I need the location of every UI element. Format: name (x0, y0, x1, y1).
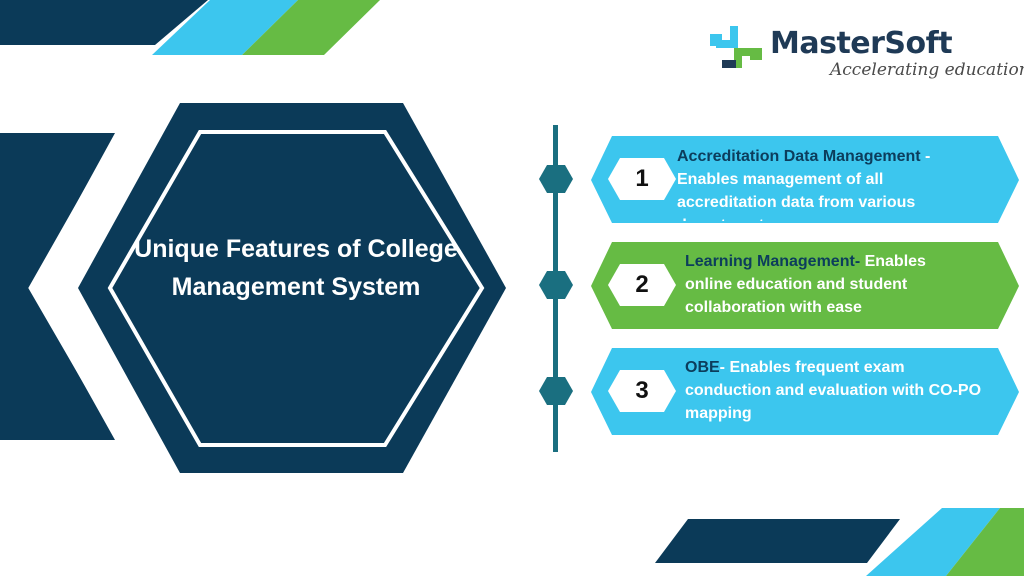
hexagon-outer (78, 103, 506, 473)
feature-separator-1: - (920, 148, 931, 165)
hero-title: Unique Features of College Management Sy… (134, 235, 458, 301)
top-cyan-stripe (152, 0, 298, 55)
feature-title-2: Learning Management (685, 253, 855, 270)
feature-banner-2 (591, 242, 1019, 329)
feature-title-1: Accreditation Data Management (677, 148, 921, 165)
feature-card-2: Learning Management- Enables online educ… (685, 250, 975, 322)
feature-card-1: Accreditation Data Management - Enables … (677, 145, 977, 221)
top-navy-stripe (0, 0, 208, 45)
feature-number-2: 2 (635, 271, 649, 298)
feature-separator-3: - (719, 359, 725, 376)
mastersoft-logo-icon (710, 26, 762, 68)
number-badge-3 (608, 370, 676, 412)
feature-description-1: Enables management of all accreditation … (677, 171, 916, 221)
number-badge-2 (608, 264, 676, 306)
feature-description-3: Enables frequent exam conduction and eva… (685, 359, 982, 422)
feature-banner-1 (591, 136, 1019, 223)
feature-banner-3 (591, 348, 1019, 435)
number-badge-1 (608, 158, 676, 200)
brand-name: MasterSoft (770, 26, 953, 61)
timeline-node-2 (539, 271, 573, 299)
bottom-cyan-stripe (866, 508, 1000, 576)
timeline-node-3 (539, 377, 573, 405)
top-green-stripe (242, 0, 380, 55)
feature-separator-2: - (854, 253, 861, 270)
feature-description-2: Enables online education and student col… (685, 253, 926, 316)
bottom-green-stripe (946, 508, 1024, 576)
bottom-navy-stripe (655, 519, 900, 563)
timeline-node-1 (539, 165, 573, 193)
feature-title-3: OBE (685, 359, 720, 376)
feature-number-1: 1 (635, 165, 649, 192)
left-navy-block (0, 133, 115, 440)
brand-tagline: Accelerating education.... (830, 60, 1024, 80)
hexagon-inner-outline (107, 130, 485, 447)
feature-number-3: 3 (635, 377, 649, 404)
feature-card-3: OBE- Enables frequent exam conduction an… (685, 356, 995, 428)
